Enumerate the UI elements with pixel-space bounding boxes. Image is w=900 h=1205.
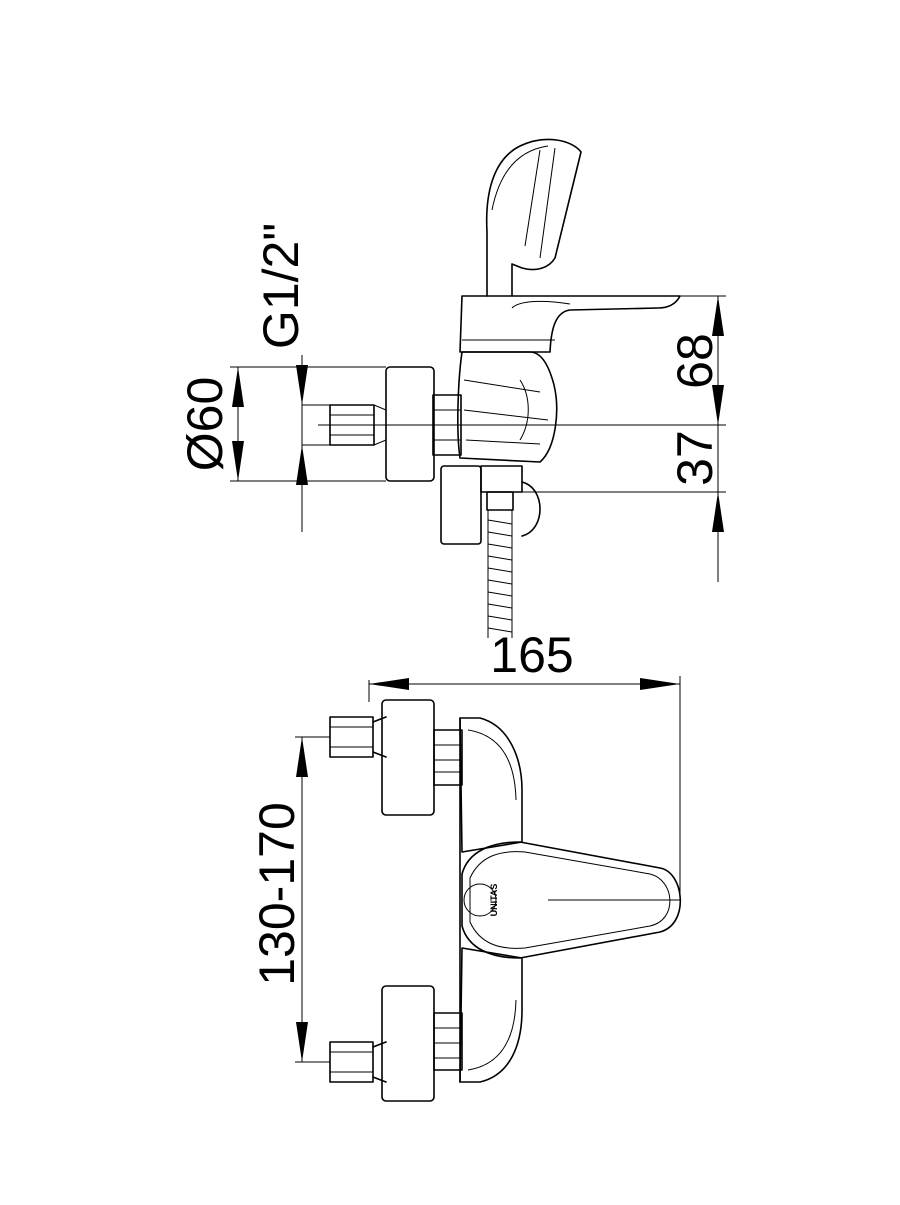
lever-top — [461, 841, 682, 959]
lever-handle — [485, 138, 582, 297]
brand-logo: UNITAS — [489, 884, 499, 917]
wall-connector — [329, 366, 435, 482]
valve-body — [432, 351, 558, 463]
top-view: 165 — [249, 627, 682, 1102]
diameter-dimension — [230, 366, 386, 482]
upper-connector — [329, 699, 463, 816]
lower-connector — [329, 985, 463, 1102]
thread-label: G1/2" — [253, 223, 309, 349]
height-dimensions — [522, 295, 726, 582]
thread-dimension — [296, 355, 330, 532]
mixer-body — [459, 717, 523, 1083]
shower-hose — [487, 510, 513, 638]
height-upper-label: 68 — [667, 333, 723, 389]
diameter-label: Ø60 — [177, 377, 233, 472]
width-dimension — [368, 676, 681, 905]
height-lower-label: 37 — [667, 430, 723, 486]
side-view: Ø60 G1/2" 68 37 — [177, 138, 726, 638]
spout — [459, 295, 681, 353]
width-label: 165 — [490, 627, 573, 683]
spacing-label: 130-170 — [249, 802, 305, 986]
spacing-dimension — [295, 736, 330, 1063]
